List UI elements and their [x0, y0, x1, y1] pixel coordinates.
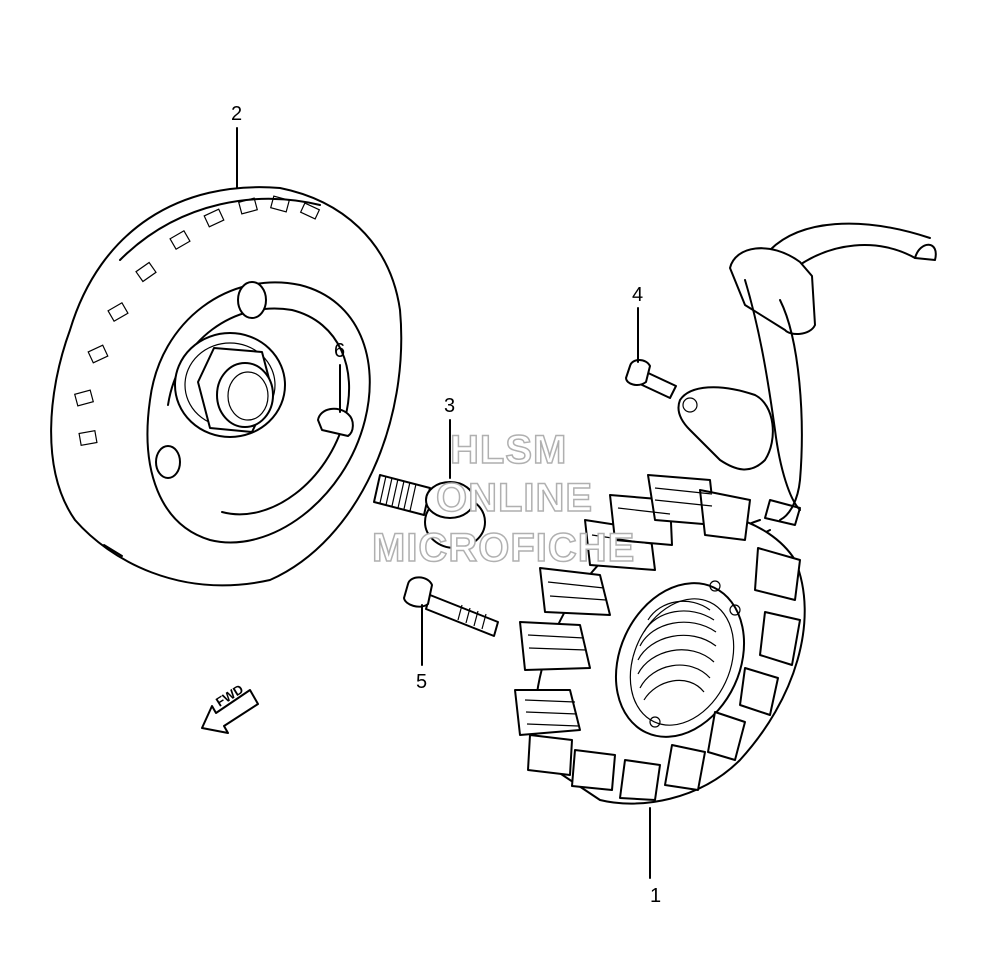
stator-assembly: [514, 222, 937, 805]
fwd-arrow: [201, 689, 259, 734]
watermark-line-2: ONLINE: [435, 475, 594, 521]
stator-coils: [514, 474, 801, 801]
callout-part-2: 2: [231, 103, 243, 125]
callout-part-3: 3: [444, 395, 456, 417]
callout-part-1: 1: [650, 885, 662, 907]
leader-lines: [236, 127, 651, 879]
callout-part-4: 4: [632, 284, 644, 306]
flywheel-rotor: [50, 186, 403, 587]
callout-part-5: 5: [416, 671, 428, 693]
pickup-screw: [625, 359, 677, 399]
stator-screw: [403, 576, 499, 637]
watermark-line-1: HLSM: [449, 427, 568, 473]
rotor-bolt: [373, 474, 486, 549]
callout-part-6: 6: [334, 340, 346, 362]
watermark-line-3: MICROFICHE: [371, 525, 636, 571]
woodruff-key: [317, 407, 354, 437]
